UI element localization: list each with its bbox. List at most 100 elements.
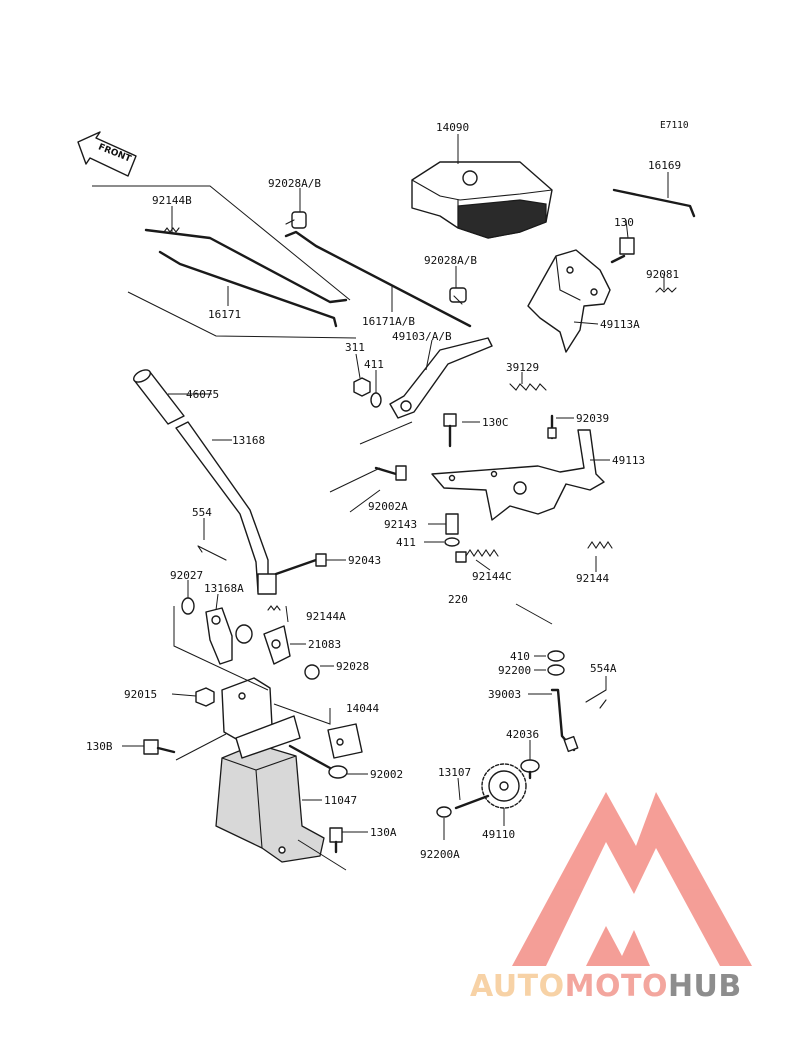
lever-13168: [175, 421, 277, 595]
rod-16171AB: [284, 230, 472, 328]
callout-16171AB: 16171A/B: [362, 315, 415, 328]
callout-92200: 92200: [498, 664, 531, 677]
callout-92002: 92002: [370, 768, 403, 781]
callout-13168: 13168: [232, 434, 265, 447]
watermark-logo: AUTOMOTOHUB: [470, 792, 752, 1004]
bolt-130: [610, 237, 635, 264]
callout-92039: 92039: [576, 412, 609, 425]
bushing-small: [235, 624, 253, 644]
callout-39003: 39003: [488, 688, 521, 701]
washer-92200: [547, 664, 565, 676]
callout-92081: 92081: [646, 268, 679, 281]
rod-16169: [612, 188, 696, 218]
shaft-13107: [454, 794, 490, 810]
callout-14090: 14090: [436, 121, 469, 134]
spring-92144A: [267, 605, 281, 611]
callout-130A: 130A: [370, 826, 397, 839]
callout-92028AB-top: 92028A/B: [268, 177, 321, 190]
callout-49103AB: 49103/A/B: [392, 330, 452, 343]
callout-130B: 130B: [86, 740, 113, 753]
washer-411-mid: [444, 537, 460, 547]
callout-49113A: 49113A: [600, 318, 640, 331]
spring-39129: [509, 383, 547, 391]
watermark-logo-mark: [512, 792, 752, 966]
callout-39129: 39129: [506, 361, 539, 374]
bracket-49113A: [527, 249, 611, 353]
collar-92143: [445, 513, 459, 535]
bolt-92002: [288, 744, 348, 779]
callout-92144C: 92144C: [472, 570, 512, 583]
bolt-130C: [443, 413, 457, 448]
callout-130C: 130C: [482, 416, 509, 429]
callout-92200A: 92200A: [420, 848, 460, 861]
watermark-hub: HUB: [668, 969, 742, 1004]
collar-92028: [304, 664, 320, 680]
callout-16169: 16169: [648, 159, 681, 172]
leader-lines: [92, 134, 669, 871]
gear-49110: [481, 763, 527, 809]
callout-411-top: 411: [364, 358, 384, 371]
collar-92027: [181, 597, 195, 615]
rod-16171-lower: [158, 250, 338, 328]
callout-554A: 554A: [590, 662, 617, 675]
pin-92039: [547, 414, 557, 440]
callout-13168A: 13168A: [204, 582, 244, 595]
diagram-code: E7110: [660, 120, 689, 131]
block-21083: [263, 625, 291, 665]
watermark-text: AUTOMOTOHUB: [470, 969, 742, 1004]
callout-92043: 92043: [348, 554, 381, 567]
nut-92015: [195, 687, 215, 707]
clip-92028AB-mid: [449, 287, 467, 305]
base-11047: [215, 715, 325, 863]
callout-11047: 11047: [324, 794, 357, 807]
spring-92144: [587, 541, 613, 549]
pin-554A: [585, 689, 607, 709]
callout-46075: 46075: [186, 388, 219, 401]
callout-411-mid: 411: [396, 536, 416, 549]
callout-49113: 49113: [612, 454, 645, 467]
front-direction-arrow: FRONT: [77, 131, 137, 177]
callout-92143: 92143: [384, 518, 417, 531]
shaft-39003: [550, 688, 579, 753]
callout-92028AB-mid: 92028A/B: [424, 254, 477, 267]
cover-14090: [411, 161, 553, 239]
callout-13107: 13107: [438, 766, 471, 779]
pin-554: [197, 545, 227, 561]
callout-130: 130: [614, 216, 634, 229]
callout-92144B: 92144B: [152, 194, 192, 207]
bolt-92002A: [374, 465, 407, 481]
callout-14044: 14044: [346, 702, 379, 715]
rod-16171: [144, 227, 348, 304]
callout-16171: 16171: [208, 308, 241, 321]
washer-92200A: [436, 806, 452, 818]
watermark-moto: MOTO: [565, 969, 668, 1004]
callout-220: 220: [448, 593, 468, 606]
callout-49110: 49110: [482, 828, 515, 841]
callout-42036: 42036: [506, 728, 539, 741]
callout-554: 554: [192, 506, 212, 519]
callout-92015: 92015: [124, 688, 157, 701]
clip-92028AB-top: [285, 211, 307, 229]
grip-46075: [133, 369, 185, 425]
bolt-92043: [274, 553, 327, 576]
callout-21083: 21083: [308, 638, 341, 651]
spring-92081: [655, 287, 677, 293]
bolt-130B: [143, 739, 176, 755]
bolt-130A: [329, 827, 343, 854]
watermark-auto: AUTO: [470, 969, 565, 1004]
callout-labels: 14090 16169 130 92081 49113A 92028A/B 92…: [86, 121, 681, 861]
callout-311: 311: [345, 341, 365, 354]
nut-311: [353, 377, 371, 397]
callout-92144A: 92144A: [306, 610, 346, 623]
spring-92144C: [455, 549, 499, 563]
callout-410: 410: [510, 650, 530, 663]
washer-411-top: [370, 392, 382, 408]
washer-410: [547, 650, 565, 662]
callout-92028: 92028: [336, 660, 369, 673]
callout-92144: 92144: [576, 572, 609, 585]
callout-92027: 92027: [170, 569, 203, 582]
lever-49103AB: [389, 337, 493, 419]
callout-92002A: 92002A: [368, 500, 408, 513]
